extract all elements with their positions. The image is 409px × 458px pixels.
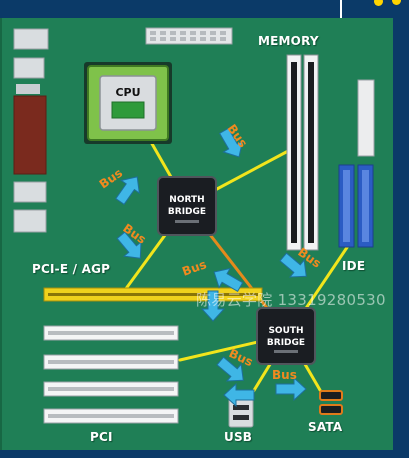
usb-label: USB	[224, 430, 253, 444]
side-connector	[357, 79, 375, 157]
south-bridge-label-1: SOUTH	[268, 326, 303, 336]
io-port	[13, 181, 47, 203]
north-bridge-label-1: NORTH	[169, 195, 204, 205]
arrow-icon	[200, 290, 226, 322]
corner-line	[340, 0, 342, 18]
arrow-icon	[218, 127, 244, 158]
io-port	[16, 84, 40, 94]
arrow-icon	[216, 356, 244, 382]
power-connector	[145, 27, 233, 45]
sata-label: SATA	[308, 420, 343, 434]
bus-label: Bus	[180, 257, 208, 279]
memory-slot-opening	[308, 62, 314, 243]
io-port	[13, 28, 49, 50]
io-port	[13, 57, 45, 79]
arrow-icon	[115, 176, 140, 206]
south-bridge-marking	[274, 350, 298, 353]
arrow-icon	[223, 382, 255, 408]
north-bridge-label-2: BRIDGE	[168, 207, 206, 217]
cpu-die	[111, 101, 145, 119]
sata-port	[319, 404, 343, 415]
south-bridge-chip	[256, 307, 316, 365]
bus-label: Bus	[272, 368, 297, 382]
pci-slot-opening	[48, 414, 174, 418]
arrow-icon	[279, 252, 307, 278]
ide-connector-pins	[362, 170, 369, 242]
yellow-dot	[374, 0, 383, 6]
pci-slot-opening	[48, 331, 174, 335]
arrow-icon	[275, 376, 307, 402]
agp-slot-opening	[48, 293, 258, 296]
pci-slots	[43, 325, 179, 424]
cpu-label: CPU	[115, 86, 140, 99]
usb-opening	[233, 415, 249, 420]
arrow-icon	[116, 231, 142, 259]
north-bridge-chip	[157, 176, 217, 236]
memory-slot-opening	[291, 62, 297, 243]
south-bridge-label-2: BRIDGE	[267, 338, 305, 348]
bus-label: Bus	[97, 166, 125, 192]
ide-label: IDE	[342, 259, 366, 273]
sata-port	[319, 390, 343, 401]
arrow-icon	[213, 267, 244, 293]
ide-connector-pins	[343, 170, 350, 242]
usb-opening	[233, 405, 249, 410]
pcie-agp-label: PCI-E / AGP	[32, 262, 111, 276]
north-bridge-marking	[175, 220, 199, 223]
pci-label: PCI	[90, 430, 113, 444]
parallel-port	[13, 95, 47, 175]
memory-label: MEMORY	[258, 34, 319, 48]
pci-slot-opening	[48, 360, 174, 364]
yellow-dot	[392, 0, 401, 5]
watermark: 陈易云学院 13319280530	[196, 291, 386, 309]
io-port	[13, 209, 47, 233]
pci-slot-opening	[48, 387, 174, 391]
